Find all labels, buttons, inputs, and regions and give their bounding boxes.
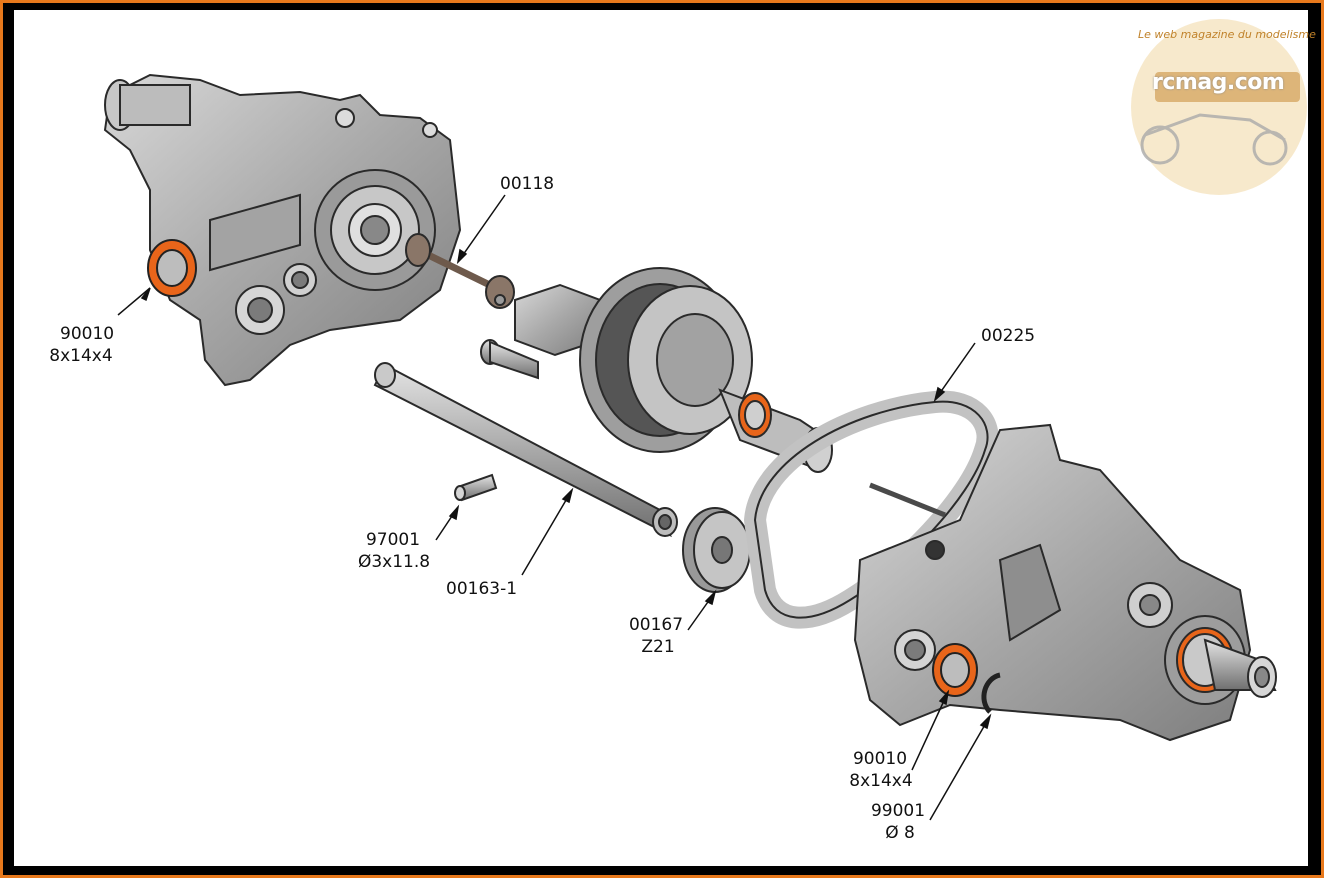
rcmag-logo	[1131, 19, 1307, 195]
label-00118: 00118	[500, 174, 555, 194]
dogbone-00118	[405, 233, 515, 309]
belt-00225	[743, 390, 999, 629]
eclip-99001	[981, 672, 1001, 714]
watermark-tagline: Le web magazine du modelisme	[1138, 28, 1316, 41]
label-90010-bottom-size: 8x14x4	[849, 771, 913, 791]
left-gearbox-housing	[103, 73, 462, 387]
pin-97001	[454, 473, 498, 502]
pulley-00167	[682, 507, 751, 593]
label-00167: 00167	[628, 615, 684, 635]
label-00225: 00225	[981, 326, 1036, 346]
label-00163-1: 00163-1	[446, 579, 518, 599]
watermark-brand: rcmag.com	[1152, 70, 1285, 95]
leader-lines	[117, 194, 992, 821]
label-99001-size: Ø 8	[885, 823, 915, 843]
right-gearbox-housing	[853, 423, 1277, 742]
label-97001: 97001	[365, 530, 421, 550]
shaft-00163-1	[373, 362, 678, 538]
spool-diff	[514, 267, 833, 473]
label-90010-bottom: 90010	[852, 749, 908, 769]
label-90010-top-size: 8x14x4	[49, 346, 113, 366]
screw	[480, 339, 539, 380]
label-90010-top: 90010	[60, 324, 115, 344]
bearing-90010-left	[147, 239, 197, 297]
label-97001-size: Ø3x11.8	[357, 552, 431, 572]
label-00167-teeth: Z21	[641, 637, 675, 657]
label-99001: 99001	[870, 801, 926, 821]
bearing-90010-right	[932, 643, 978, 697]
